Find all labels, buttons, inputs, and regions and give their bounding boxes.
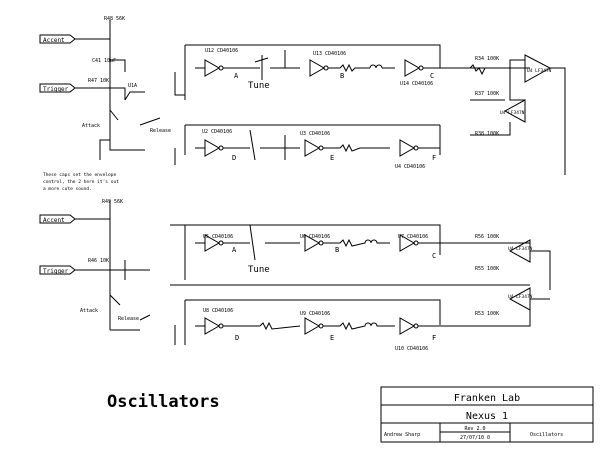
ic-u13: U13 CD40106 (313, 51, 346, 57)
osc-row-4: U8 CD40106 D E U9 CD40106 F U10 CD40106 (174, 299, 531, 352)
ic-u42: U9 CD40106 (300, 311, 330, 317)
ic-u12: U12 CD40106 (205, 48, 238, 54)
inverter-c (404, 59, 421, 77)
r-out-c: R38 100K (475, 131, 499, 137)
title-block-org: Franken Lab (454, 393, 520, 404)
title-block-sheet: Oscillators (530, 432, 563, 438)
stage-c2-label: C (432, 252, 436, 260)
release-top-label: Release (150, 128, 171, 134)
r-bot-trig: R46 10K (88, 258, 109, 264)
ic-u24: U4 CD40106 (395, 164, 425, 170)
inverter-f2 (399, 317, 416, 335)
stage-d2-label: D (235, 334, 239, 342)
osc-row-1: U12 CD40106 A Tune B U13 CD40106 C U14 C… (174, 44, 530, 100)
tune-1-label: Tune (248, 81, 270, 91)
trigger-bottom-label: Trigger (43, 268, 69, 275)
u-top: U1A (128, 83, 137, 89)
c-top: C41 10uF (92, 58, 116, 64)
opamp-bot1-label: U4 LF347N (508, 246, 533, 252)
ic-u32: U6 CD40106 (300, 234, 330, 240)
stage-a2-label: A (232, 246, 237, 254)
tune-2-label: Tune (248, 265, 270, 275)
attack-top-label: Attack (82, 123, 100, 129)
inverter-a (204, 59, 221, 77)
accent-top-label: Accent (43, 37, 65, 44)
opamp-top-label: U4 LF347N (527, 68, 552, 74)
ic-u33: U7 CD40106 (398, 234, 428, 240)
r-bot-out3: R53 100K (475, 311, 499, 317)
inverter-f (399, 139, 416, 157)
stage-b-label: B (340, 72, 344, 80)
release-bottom-label: Release (118, 316, 139, 322)
trigger-top-label: Trigger (43, 86, 69, 93)
ic-u14: U14 CD40106 (400, 81, 433, 87)
opamp-top: U4 LF347N U4 LF347N R37 100K R38 100K (470, 54, 566, 175)
accent-top-port (39, 34, 76, 44)
ic-u23: U3 CD40106 (300, 131, 330, 137)
note-line-3: a more cute sound. (43, 186, 92, 192)
inverter-b (309, 59, 326, 77)
inverter-c2 (399, 234, 416, 252)
stage-e2-label: E (330, 334, 334, 342)
note-line-1: These caps set the envelope (43, 172, 116, 178)
title-block-project: Nexus 1 (466, 411, 508, 422)
inverter-e (304, 139, 321, 157)
inverter-d2 (204, 317, 221, 335)
ic-u43: U10 CD40106 (395, 346, 428, 352)
osc-row-3: U5 CD40106 A Tune B U6 CD40106 C U7 CD40… (170, 224, 530, 286)
attack-bottom-label: Attack (80, 308, 98, 314)
r-out-a: R34 100K (475, 56, 499, 62)
title-block-date: 27/07/10 0 (460, 435, 490, 441)
bottom-input-section: Accent Trigger R49 56K R46 10K Attack Re… (39, 199, 151, 331)
stage-f-label: F (432, 154, 436, 162)
r-bot-accent: R49 56K (102, 199, 123, 205)
stage-c-label: C (430, 72, 434, 80)
ic-u22: U2 CD40106 (202, 129, 232, 135)
note-line-2: control, the 2 here it's out (43, 179, 119, 185)
title-block: Franken Lab Nexus 1 Andrew Sharp Rev 2.0… (380, 386, 594, 443)
trigger-bottom-port (39, 265, 76, 275)
top-input-section: Accent Trigger R48 56K C41 10uF R47 10K … (39, 16, 171, 192)
stage-b2-label: B (335, 246, 339, 254)
accent-bottom-label: Accent (43, 217, 65, 224)
ic-u31: U5 CD40106 (203, 234, 233, 240)
osc-row-2: U2 CD40106 D E U3 CD40106 F U4 CD40106 (174, 124, 441, 170)
r-top-trig: R47 10K (88, 78, 109, 84)
title-block-rev: Rev 2.0 (464, 426, 485, 432)
r-top-accent: R48 56K (104, 16, 125, 22)
trigger-top-port (39, 83, 76, 93)
opamp-mid-label: U4 LF347N (500, 110, 525, 116)
accent-bottom-port (39, 214, 76, 224)
inverter-d (204, 139, 221, 157)
ic-u41: U8 CD40106 (203, 308, 233, 314)
opamp-bot2-label: U4 LF347N (508, 294, 533, 300)
sheet-title: Oscillators (107, 392, 220, 412)
title-block-author: Andrew Sharp (384, 432, 420, 438)
inverter-e2 (304, 317, 321, 335)
r-out-b: R37 100K (475, 91, 499, 97)
opamp-bottom: U4 LF347N U4 LF347N R56 100K R55 100K R5… (475, 234, 551, 317)
inverter-b2 (304, 234, 321, 252)
stage-d-label: D (232, 154, 236, 162)
r-bot-out1: R56 100K (475, 234, 499, 240)
stage-a-label: A (234, 72, 239, 80)
stage-f2-label: F (432, 334, 436, 342)
r-bot-out2: R55 100K (475, 266, 499, 272)
stage-e-label: E (330, 154, 334, 162)
